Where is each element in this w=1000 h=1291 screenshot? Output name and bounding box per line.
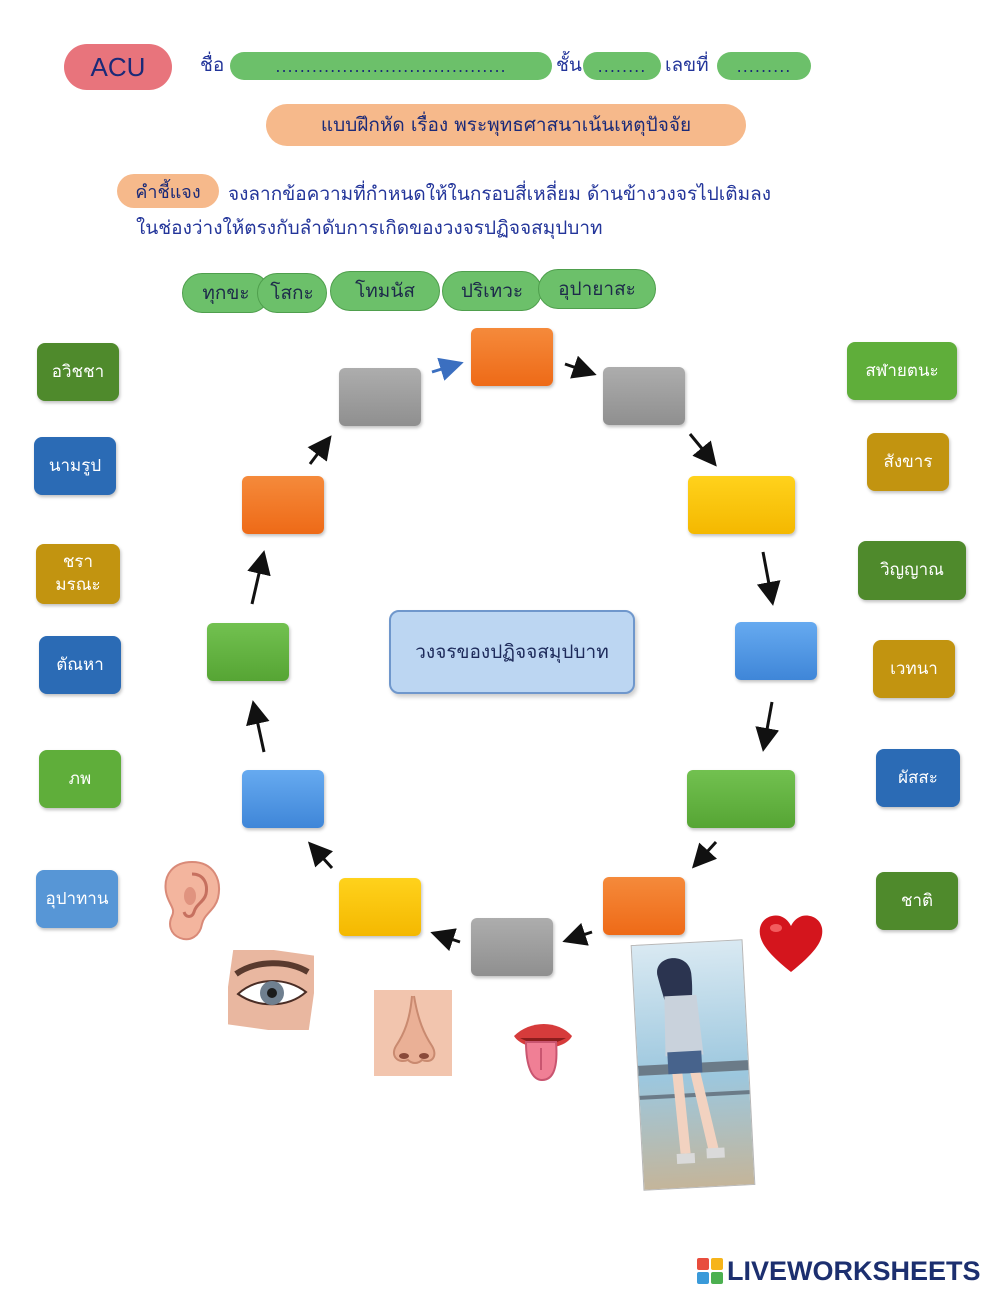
word-bank-item[interactable]: ทุกขะ — [182, 273, 270, 313]
name-field[interactable]: ...................................... — [230, 52, 552, 80]
drag-tile-vedana[interactable]: เวทนา — [873, 640, 955, 698]
worksheet-title: แบบฝึกหัด เรื่อง พระพุทธศาสนาเน้นเหตุปัจ… — [266, 104, 746, 146]
drop-box-1[interactable] — [471, 328, 553, 386]
drag-tile-bhava[interactable]: ภพ — [39, 750, 121, 808]
arrow-12 — [307, 435, 332, 465]
drag-tile-vinnana[interactable]: วิญญาณ — [858, 541, 966, 600]
logo-squares-icon — [697, 1258, 723, 1284]
cycle-center-label: วงจรของปฏิจจสมุปบาท — [389, 610, 635, 694]
drop-box-7[interactable] — [471, 918, 553, 976]
arrow-11 — [247, 550, 271, 605]
arrow-8 — [430, 928, 461, 952]
class-label: ชั้น — [556, 54, 582, 76]
tongue-icon[interactable] — [510, 1016, 576, 1084]
drop-box-6[interactable] — [603, 877, 685, 935]
word-bank-item[interactable]: โทมนัส — [330, 271, 440, 311]
eye-icon[interactable] — [228, 950, 314, 1030]
drag-tile-salayatana[interactable]: สฬายตนะ — [847, 342, 957, 400]
arrow-5 — [755, 701, 780, 752]
arrow-4 — [756, 551, 781, 606]
arrow-9 — [307, 841, 334, 870]
drop-box-11[interactable] — [242, 476, 324, 534]
instruction-line-1: จงลากข้อความที่กำหนดให้ในกรอบสี่เหลี่ยม … — [228, 183, 772, 205]
heart-icon[interactable] — [756, 912, 826, 976]
drop-box-5[interactable] — [687, 770, 795, 828]
liveworksheets-logo: LIVEWORKSHEETS — [697, 1254, 981, 1288]
nose-icon[interactable] — [374, 990, 452, 1076]
drop-box-2[interactable] — [603, 367, 685, 425]
drag-tile-namarupa[interactable]: นามรูป — [34, 437, 116, 495]
word-bank-item[interactable]: ปริเทวะ — [442, 271, 542, 311]
drop-box-9[interactable] — [242, 770, 324, 828]
number-label: เลขที่ — [665, 54, 709, 76]
arrow-10 — [246, 700, 270, 753]
logo-text: LIVEWORKSHEETS — [727, 1255, 981, 1286]
arrow-1 — [431, 357, 464, 381]
drag-tile-tanha[interactable]: ตัณหา — [39, 636, 121, 694]
girl-photo[interactable] — [630, 939, 756, 1191]
drag-tile-jati[interactable]: ชาติ — [876, 872, 958, 930]
drag-tile-phassa[interactable]: ผัสสะ — [876, 749, 960, 807]
drop-box-10[interactable] — [207, 623, 289, 681]
drag-tile-avijja[interactable]: อวิชชา — [37, 343, 119, 401]
drag-tile-jaramarana[interactable]: ชรา มรณะ — [36, 544, 120, 604]
arrow-3 — [688, 433, 717, 467]
arrow-6 — [691, 840, 718, 869]
ear-icon[interactable] — [160, 858, 224, 944]
arrow-7 — [562, 922, 593, 946]
arrow-2 — [564, 355, 597, 379]
acu-badge: ACU — [64, 44, 172, 90]
drag-tile-upadana[interactable]: อุปาทาน — [36, 870, 118, 928]
drop-box-8[interactable] — [339, 878, 421, 936]
word-bank-item[interactable]: โสกะ — [257, 273, 327, 313]
number-field[interactable]: ......... — [717, 52, 811, 80]
drop-box-3[interactable] — [688, 476, 795, 534]
name-label: ชื่อ — [200, 54, 225, 76]
girl-photo-illustration — [637, 958, 752, 1164]
class-field[interactable]: ........ — [583, 52, 661, 80]
drag-tile-sankhara[interactable]: สังขาร — [867, 433, 949, 491]
drop-box-12[interactable] — [339, 368, 421, 426]
drop-box-4[interactable] — [735, 622, 817, 680]
word-bank-item[interactable]: อุปายาสะ — [538, 269, 656, 309]
instruction-line-2: ในช่องว่างให้ตรงกับลำดับการเกิดของวงจรปฏ… — [136, 217, 603, 239]
instruction-tag: คำชี้แจง — [117, 174, 219, 208]
